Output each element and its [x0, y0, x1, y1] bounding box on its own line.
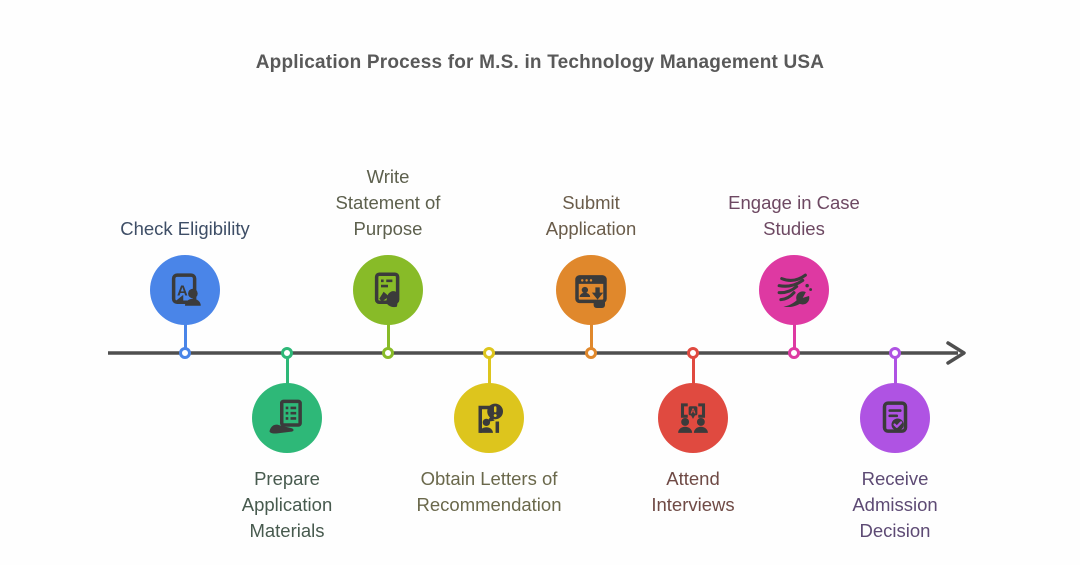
timeline-step-admission-decision: Receive Admission Decision — [805, 0, 985, 565]
timeline-node-dot — [687, 347, 699, 359]
browser-submit-cursor-icon — [575, 275, 607, 308]
connector-line — [792, 323, 796, 349]
timeline-node-dot — [889, 347, 901, 359]
svg-text:A: A — [690, 407, 696, 416]
timeline-node-dot — [179, 347, 191, 359]
step-icon-circle — [353, 255, 423, 325]
timeline-step-obtain-letters: Obtain Letters of Recommendation — [399, 0, 579, 565]
step-icon-circle: A — [658, 383, 728, 453]
writing-pen-document-icon — [374, 272, 400, 308]
step-icon-circle — [556, 255, 626, 325]
diagram-title: Application Process for M.S. in Technolo… — [255, 52, 825, 73]
step-label: Prepare Application Materials — [241, 468, 333, 541]
connector-line — [285, 356, 289, 384]
step-label: Submit Application — [545, 192, 637, 239]
two-people-chat-icon: A — [678, 403, 708, 433]
eligibility-person-tablet-icon: A — [171, 273, 201, 306]
step-label: Receive Admission Decision — [852, 468, 938, 541]
connector-line — [589, 323, 593, 349]
timeline-step-submit-application: Submit Application — [501, 0, 681, 565]
connector-line — [386, 323, 390, 349]
person-exclamation-bubble-icon — [478, 403, 503, 433]
step-label: Attend Interviews — [651, 468, 735, 515]
step-icon-circle — [860, 383, 930, 453]
timeline-step-case-studies: Engage in Case Studies — [704, 0, 884, 565]
step-icon-circle: A — [150, 255, 220, 325]
timeline-node-dot — [585, 347, 597, 359]
right-arrow-icon — [946, 341, 966, 365]
connector-line — [183, 323, 187, 349]
step-label: Obtain Letters of Recommendation — [416, 468, 562, 515]
timeline-axis — [108, 341, 966, 365]
connector-line — [691, 356, 695, 384]
timeline-step-attend-interviews: A Attend Interviews — [603, 0, 783, 565]
step-icon-circle — [252, 383, 322, 453]
timeline-node-dot — [483, 347, 495, 359]
step-label: Write Statement of Purpose — [335, 166, 441, 239]
hand-holding-document-icon — [269, 399, 302, 434]
step-label: Check Eligibility — [120, 218, 250, 239]
timeline-node-dot — [281, 347, 293, 359]
connector-line — [487, 356, 491, 384]
flow-lines-pie-chart-icon — [777, 273, 813, 308]
timeline-step-check-eligibility: Check Eligibility A — [95, 0, 275, 565]
step-icon-circle — [454, 383, 524, 453]
certificate-checkmark-icon — [882, 401, 908, 433]
step-label: Engage in Case Studies — [728, 192, 860, 239]
connector-line — [893, 356, 897, 384]
svg-text:A: A — [177, 283, 188, 299]
timeline-node-dot — [382, 347, 394, 359]
timeline-step-write-sop: Write Statement of Purpose — [298, 0, 478, 565]
timeline-node-dot — [788, 347, 800, 359]
step-icon-circle — [759, 255, 829, 325]
timeline-step-prepare-materials: Prepare Application Materials — [197, 0, 377, 565]
